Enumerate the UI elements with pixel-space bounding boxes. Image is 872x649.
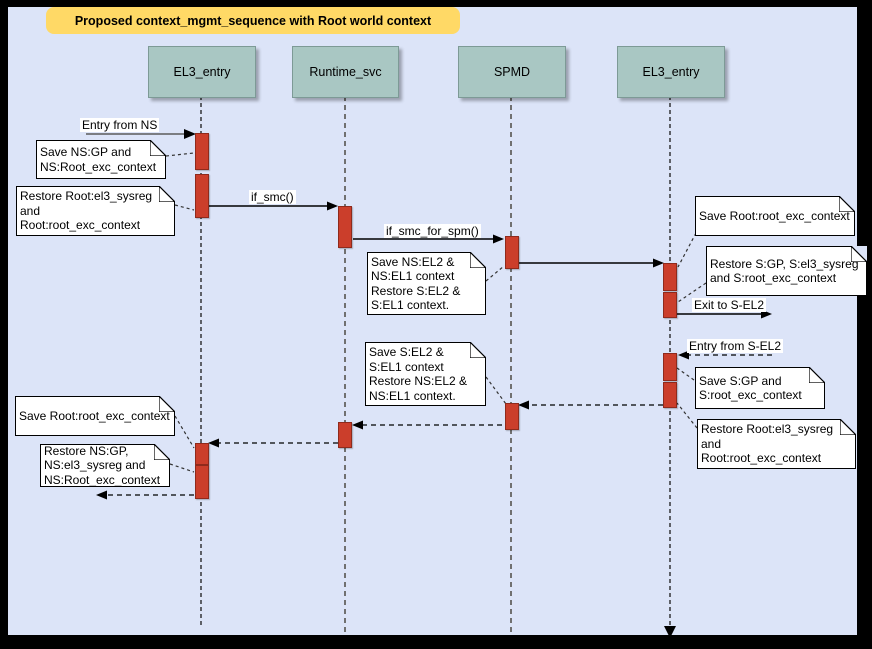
activation-bar — [663, 353, 677, 381]
note-save-ns-gp: Save NS:GP and NS:Root_exc_context — [36, 140, 166, 179]
activation-bar — [663, 292, 677, 318]
diagram-background — [8, 7, 857, 635]
note-save-s-el2: Save S:EL2 & S:EL1 context Restore NS:EL… — [365, 342, 486, 406]
note-fold-icon — [470, 252, 486, 268]
actor-runtime-svc: Runtime_svc — [292, 46, 399, 98]
actor-label: SPMD — [493, 65, 531, 79]
message-label-entry-from-ns: Entry from NS — [80, 118, 160, 132]
actor-label: Runtime_svc — [309, 65, 382, 79]
note-text: Restore S:GP, S:el3_sysreg and S:root_ex… — [710, 256, 859, 286]
note-fold-icon — [154, 444, 170, 460]
note-restore-s-gp: Restore S:GP, S:el3_sysreg and S:root_ex… — [706, 246, 867, 296]
note-text: Save NS:EL2 & NS:EL1 context Restore S:E… — [371, 254, 461, 313]
note-fold-icon — [159, 396, 175, 412]
note-restore-ns-gp: Restore NS:GP, NS:el3_sysreg and NS:Root… — [40, 444, 170, 487]
note-fold-icon — [840, 419, 856, 435]
actor-label: EL3_entry — [642, 65, 700, 79]
note-fold-icon — [470, 342, 486, 358]
note-text: Restore Root:el3_sysreg and Root:root_ex… — [701, 422, 834, 466]
note-text: Save NS:GP and NS:Root_exc_context — [40, 145, 157, 174]
activation-bar — [338, 206, 352, 248]
note-fold-icon — [159, 186, 175, 202]
activation-bar — [195, 174, 209, 218]
actor-label: EL3_entry — [173, 65, 231, 79]
note-fold-icon — [839, 196, 855, 212]
activation-bar — [195, 465, 209, 499]
note-text: Restore Root:el3_sysreg and Root:root_ex… — [20, 189, 153, 233]
message-label-entry-from-sel2: Entry from S-EL2 — [687, 339, 784, 353]
note-fold-icon — [150, 140, 166, 156]
activation-bar — [195, 133, 209, 170]
message-label-if-smc-for-spm: if_smc_for_spm() — [384, 224, 481, 238]
activation-bar — [505, 403, 519, 430]
note-text: Save Root:root_exc_context — [19, 408, 170, 423]
note-text: Save S:EL2 & S:EL1 context Restore NS:EL… — [369, 345, 468, 403]
note-fold-icon — [809, 367, 825, 383]
note-text: Save S:GP and S:root_exc_context — [699, 373, 802, 403]
note-save-root-exc-top: Save Root:root_exc_context — [695, 196, 855, 236]
actor-el3-entry-right: EL3_entry — [617, 46, 725, 98]
note-restore-root-el3-right: Restore Root:el3_sysreg and Root:root_ex… — [697, 419, 856, 469]
activation-bar — [505, 236, 519, 269]
actor-spmd: SPMD — [458, 46, 566, 98]
note-save-s-gp: Save S:GP and S:root_exc_context — [695, 367, 825, 409]
diagram-title: Proposed context_mgmt_sequence with Root… — [46, 7, 460, 34]
message-label-if-smc: if_smc() — [249, 190, 296, 204]
activation-bar — [195, 443, 209, 465]
activation-bar — [663, 382, 677, 408]
note-save-root-exc-bottom: Save Root:root_exc_context — [15, 396, 175, 436]
note-text: Restore NS:GP, NS:el3_sysreg and NS:Root… — [44, 443, 161, 487]
activation-bar — [663, 263, 677, 291]
note-restore-root-el3-left: Restore Root:el3_sysreg and Root:root_ex… — [16, 186, 175, 236]
message-label-exit-to-sel2: Exit to S-EL2 — [692, 298, 767, 312]
note-fold-icon — [851, 246, 867, 262]
note-text: Save Root:root_exc_context — [699, 208, 850, 223]
note-save-ns-el2: Save NS:EL2 & NS:EL1 context Restore S:E… — [367, 252, 486, 315]
actor-el3-entry-left: EL3_entry — [148, 46, 256, 98]
activation-bar — [338, 422, 352, 448]
